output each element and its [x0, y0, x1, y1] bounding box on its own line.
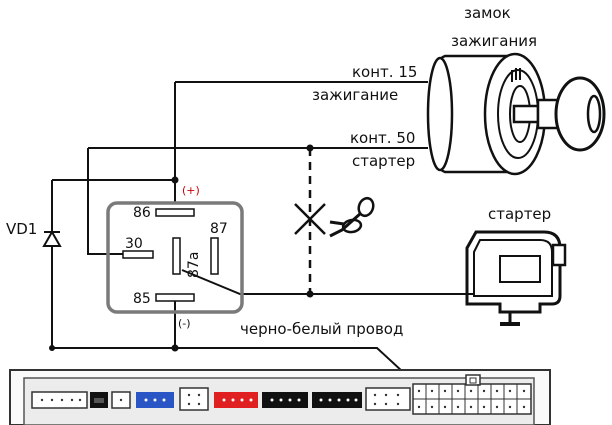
- plus-mark: (+): [182, 184, 200, 197]
- junction-dot: [171, 344, 179, 352]
- diode-vd1: [42, 226, 62, 252]
- junction-dot: [306, 290, 314, 298]
- relay-pin-87a: [172, 237, 181, 275]
- junction-dot: [49, 345, 55, 351]
- minus-mark: (-): [178, 317, 191, 330]
- starter-label: стартер: [488, 205, 551, 223]
- contact-50-sub: стартер: [352, 152, 415, 170]
- junction-dot: [306, 144, 314, 152]
- black-white-wire-label: черно-белый провод: [240, 320, 403, 338]
- ignition-lock-title-1: замок: [464, 4, 511, 22]
- pin-30-label: 30: [125, 236, 143, 252]
- starter-icon: [452, 230, 567, 326]
- connector-segment-red: [214, 392, 258, 408]
- wire-contact-50: [87, 147, 428, 255]
- relay-pin-87: [210, 237, 219, 275]
- relay-pin-85: [155, 293, 195, 302]
- wire-87a-to-starter: [181, 269, 452, 295]
- pin-85-label: 85: [133, 291, 151, 307]
- ignition-lock-icon: [426, 52, 606, 176]
- wire-contact-15: [174, 81, 428, 180]
- connector-segment-black: [262, 392, 308, 408]
- contact-50-label: конт. 50: [350, 129, 415, 147]
- contact-15-label: конт. 15: [352, 63, 417, 81]
- relay-body: [106, 201, 244, 314]
- pin-87-label: 87: [210, 221, 228, 237]
- relay-pin-30: [122, 250, 154, 259]
- scissors-icon: [329, 196, 375, 238]
- connector-segment-grid: [412, 374, 532, 415]
- wire-plus-to-diode: [52, 179, 176, 203]
- ignition-lock-title-2: зажигания: [451, 32, 537, 50]
- connector-segment-white: [31, 391, 88, 409]
- main-connector: [9, 369, 551, 425]
- cut-mark-icon: [294, 203, 326, 235]
- junction-dot: [171, 176, 179, 184]
- pin-87a-label: 87a: [186, 252, 202, 278]
- relay-pin-86: [155, 208, 195, 217]
- contact-15-sub: зажигание: [312, 86, 398, 104]
- relay: [106, 201, 244, 314]
- diode-label: VD1: [6, 220, 37, 238]
- pin-86-label: 86: [133, 205, 151, 221]
